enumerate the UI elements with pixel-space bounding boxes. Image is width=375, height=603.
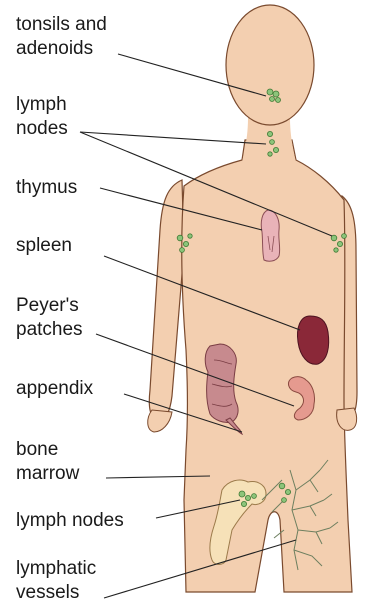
label-bone-marrow: bone marrow <box>16 439 80 484</box>
thymus-organ <box>261 210 279 261</box>
labels: tonsils and adenoids lymph nodes thymus … <box>16 14 124 603</box>
axillary-node-right <box>331 235 337 241</box>
inguinal-node <box>239 491 245 497</box>
head <box>226 5 314 125</box>
label-spleen: spleen <box>16 235 72 256</box>
label-peyers-patches: Peyer's patches <box>16 295 84 340</box>
left-hand <box>148 410 172 432</box>
label-tonsils: tonsils and adenoids <box>16 14 112 59</box>
neck-node <box>267 131 272 136</box>
left-arm <box>149 180 184 420</box>
intestine-organ <box>205 344 238 423</box>
label-appendix: appendix <box>16 378 94 399</box>
axillary-node-left <box>177 235 183 241</box>
leader-lymph-nodes-1 <box>80 132 266 144</box>
label-lymph-nodes-upper: lymph nodes <box>16 94 72 139</box>
label-thymus: thymus <box>16 177 77 198</box>
tonsil-node <box>267 89 273 95</box>
label-lymph-nodes-lower: lymph nodes <box>16 510 124 531</box>
label-lymphatic-vessels: lymphatic vessels <box>16 558 102 603</box>
